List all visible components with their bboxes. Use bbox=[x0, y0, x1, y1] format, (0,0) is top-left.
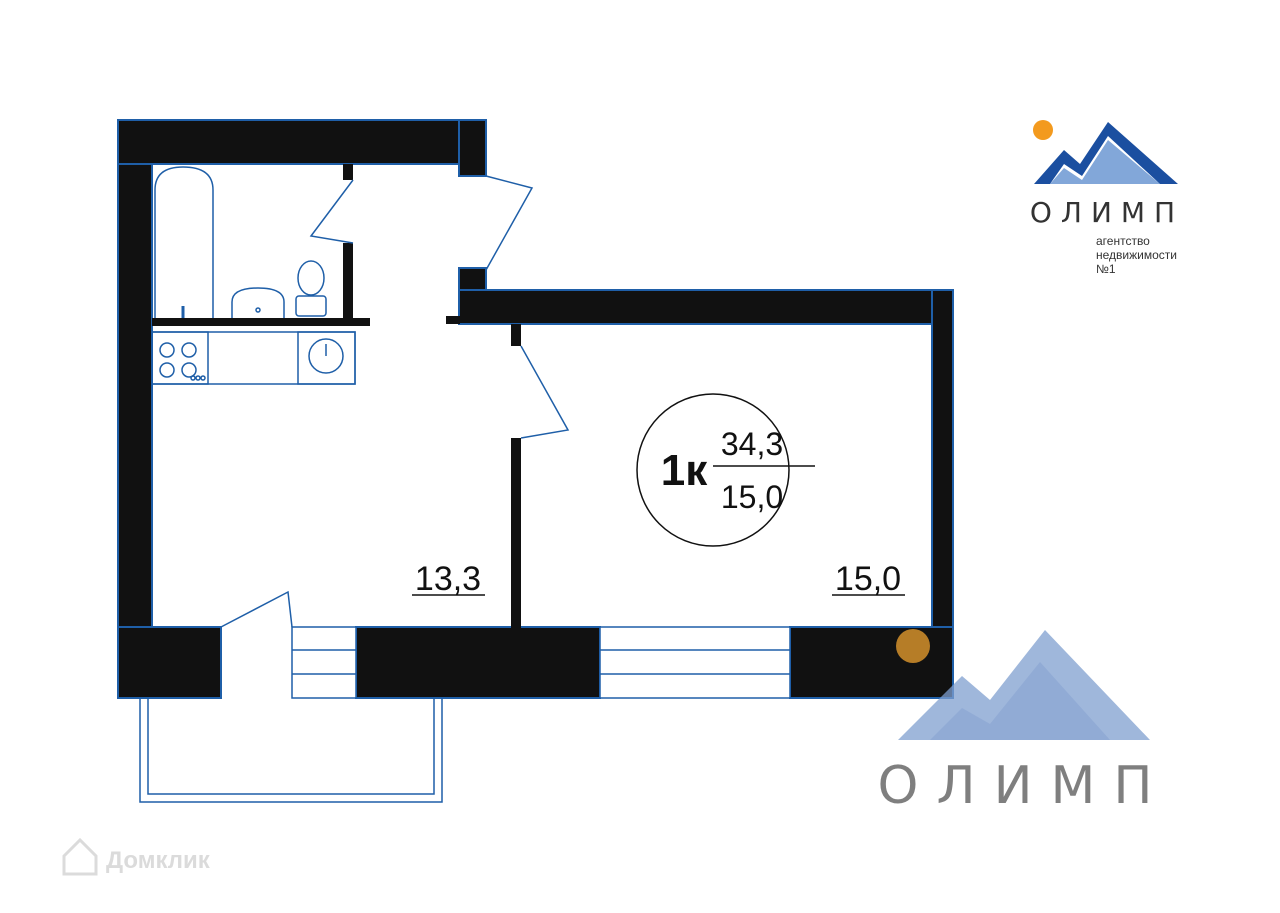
wall-bottom-right bbox=[789, 626, 954, 699]
stove bbox=[151, 331, 209, 385]
logo-sun-icon bbox=[1033, 120, 1053, 140]
bathroom-fixtures bbox=[154, 166, 327, 318]
room-area-label: 15,0 bbox=[835, 560, 901, 598]
watermark-logo: ОЛИМП bbox=[878, 630, 1171, 816]
partition-bath-top bbox=[343, 164, 353, 180]
watermark-logo-text: ОЛИМП bbox=[878, 756, 1171, 816]
door-entry bbox=[485, 175, 534, 271]
wall-entry-right bbox=[458, 119, 487, 177]
logo-mountain-icon bbox=[1034, 122, 1178, 184]
door-room bbox=[520, 345, 570, 439]
kitchen-fixtures bbox=[151, 331, 356, 385]
wall-left bbox=[117, 119, 153, 699]
windows bbox=[291, 626, 791, 699]
logo-subtitle-1: агентство bbox=[1096, 234, 1150, 248]
partition-bath bbox=[343, 243, 353, 321]
toilet-tank bbox=[295, 295, 327, 317]
partition-room-top bbox=[511, 324, 521, 346]
logo-subtitle-3: №1 bbox=[1096, 262, 1116, 276]
house-icon bbox=[62, 837, 98, 876]
wall-bottom-mid bbox=[355, 626, 601, 699]
window-room bbox=[599, 626, 791, 699]
logo-subtitle-2: недвижимости bbox=[1096, 248, 1177, 262]
window-balcony bbox=[291, 626, 357, 699]
walls bbox=[117, 119, 954, 699]
toilet-bowl bbox=[297, 260, 325, 296]
wall-room-top bbox=[458, 289, 954, 325]
wall-top bbox=[117, 119, 487, 165]
bath-sink bbox=[231, 287, 285, 318]
door-balcony bbox=[220, 590, 293, 628]
orange-marker bbox=[896, 629, 930, 663]
apartment-badge: 1к 34,3 15,0 bbox=[636, 393, 815, 547]
logo-text: ОЛИМП bbox=[1030, 196, 1184, 229]
kitchen-area-label: 13,3 bbox=[415, 560, 481, 598]
door-bath bbox=[309, 179, 354, 244]
partition-room bbox=[511, 438, 521, 628]
balcony bbox=[139, 698, 443, 803]
total-area: 34,3 bbox=[721, 426, 783, 462]
living-area: 15,0 bbox=[721, 479, 783, 515]
top-logo: ОЛИМП bbox=[1030, 120, 1184, 229]
kitchen-sink bbox=[297, 331, 356, 385]
apartment-type: 1к bbox=[661, 446, 708, 495]
watermark-mountain-icon bbox=[898, 630, 1150, 740]
bathtub bbox=[154, 166, 214, 318]
domclick-watermark: Домклик bbox=[62, 837, 211, 876]
doors bbox=[220, 175, 570, 628]
partition-stub bbox=[446, 316, 460, 324]
wall-bottom-left bbox=[117, 626, 222, 699]
partition-bath-bottom bbox=[152, 318, 370, 326]
domclick-label: Домклик bbox=[106, 847, 211, 874]
